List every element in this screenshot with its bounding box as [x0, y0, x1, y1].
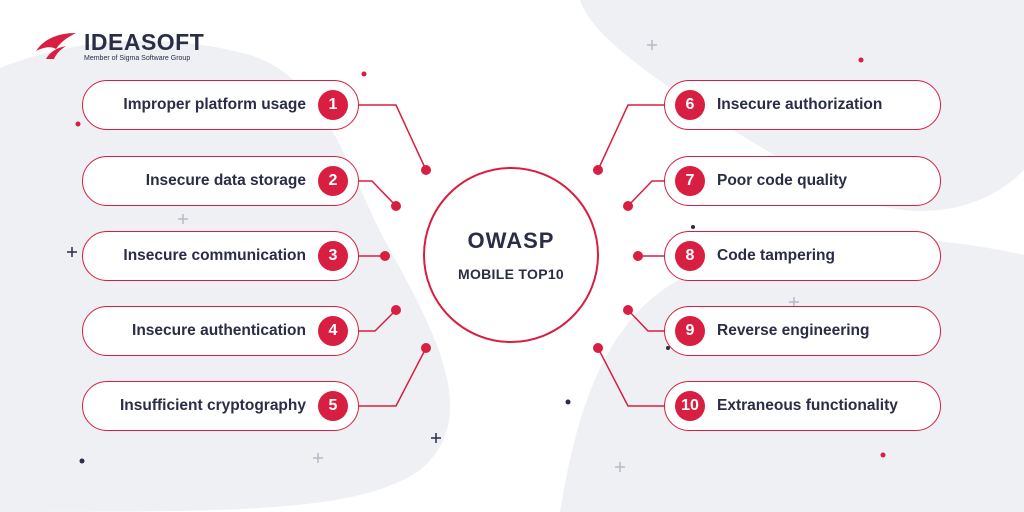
connector-6 [597, 104, 664, 171]
decor-plus-signs [67, 40, 799, 472]
risk-item-3: Insecure communication 3 [82, 231, 359, 281]
brand-name: IDEASOFT [84, 29, 205, 55]
connector-dot-10 [593, 343, 603, 353]
risk-number-badge: 7 [675, 166, 705, 196]
risk-item-5: Insufficient cryptography 5 [82, 381, 359, 431]
risk-number-badge: 4 [318, 316, 348, 346]
risk-item-label: Insecure data storage [145, 172, 306, 189]
risk-number-badge: 6 [675, 90, 705, 120]
risk-number-badge: 5 [318, 391, 348, 421]
risk-item-10: 10 Extraneous functionality [664, 381, 941, 431]
connector-10 [597, 347, 664, 407]
company-logo: IDEASOFT Member of Sigma Software Group [36, 30, 204, 62]
risk-item-label: Insecure communication [123, 247, 306, 264]
risk-number-badge: 1 [318, 90, 348, 120]
connector-dot-6 [593, 165, 603, 175]
risk-item-label: Extraneous functionality [717, 397, 898, 414]
risk-item-label: Poor code quality [717, 172, 848, 189]
risk-item-label: Insufficient cryptography [119, 397, 306, 414]
connector-9 [627, 309, 664, 332]
decor-red-dots [75, 57, 886, 458]
risk-number-badge: 3 [318, 241, 348, 271]
risk-number-badge: 9 [675, 316, 705, 346]
risk-item-8: 8 Code tampering [664, 231, 941, 281]
hub-subtitle: MOBILE TOP10 [457, 266, 565, 282]
connector-dot-1 [421, 165, 431, 175]
connector-dot-9 [623, 305, 633, 315]
connector-dot-8 [633, 251, 643, 261]
risk-item-2: Insecure data storage 2 [82, 156, 359, 206]
risk-item-label: Reverse engineering [717, 322, 870, 339]
hub-title: OWASP [467, 228, 555, 253]
risk-number-badge: 10 [675, 391, 705, 421]
connector-7 [627, 180, 664, 207]
risk-item-4: Insecure authentication 4 [82, 306, 359, 356]
risk-item-6: 6 Insecure authorization [664, 80, 941, 130]
connector-dot-3 [380, 251, 390, 261]
risk-item-label: Insecure authorization [717, 96, 883, 113]
risk-item-9: 9 Reverse engineering [664, 306, 941, 356]
risk-item-1: Improper platform usage 1 [82, 80, 359, 130]
connector-dot-2 [391, 201, 401, 211]
risk-item-label: Insecure authentication [132, 322, 306, 339]
owasp-hub-circle: OWASP MOBILE TOP10 [423, 167, 599, 343]
risk-item-label: Improper platform usage [123, 96, 306, 113]
risk-item-label: Code tampering [717, 247, 835, 264]
connector-5 [359, 347, 427, 407]
decor-dark-dots [79, 225, 695, 464]
risk-number-badge: 2 [318, 166, 348, 196]
connector-2 [359, 180, 397, 207]
risk-item-7: 7 Poor code quality [664, 156, 941, 206]
connector-dot-5 [421, 343, 431, 353]
connector-1 [359, 104, 427, 171]
connector-4 [359, 309, 397, 332]
bird-logo-icon [36, 33, 76, 59]
brand-tagline: Member of Sigma Software Group [84, 55, 191, 62]
connector-dot-4 [391, 305, 401, 315]
risk-number-badge: 8 [675, 241, 705, 271]
connector-dot-7 [623, 201, 633, 211]
